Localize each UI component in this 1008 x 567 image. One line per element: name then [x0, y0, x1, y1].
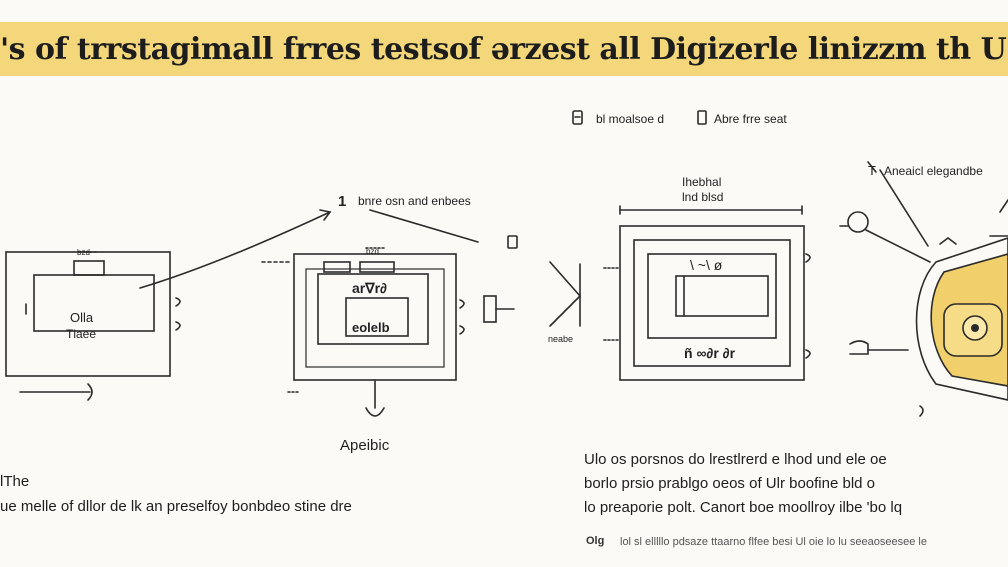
stage2-inner-bottom: eolelb — [352, 320, 390, 335]
right-caption-line2: borlo prsio prablgo oeos of Ulr boofine … — [584, 475, 876, 492]
callout-number: 1 — [338, 193, 346, 210]
title-band — [0, 22, 1008, 76]
legend-page-icon — [697, 110, 707, 125]
stage4-device — [839, 161, 1008, 417]
stage3-inner-bottom: ñ ∞∂r ∂r — [684, 345, 736, 361]
left-caption-line2: ue melle of dllor de lk an preselfoy bon… — [0, 498, 352, 515]
stage2-inner-top: ar∇r∂ — [352, 280, 387, 296]
stage1-inner-line1: Olla — [70, 310, 94, 325]
arrow-right-icon — [549, 261, 581, 327]
stage3-inner-top: \ ~\ ø — [690, 257, 723, 273]
right-caption-line1: Ulo os porsnos do lrestlrerd e lhod und … — [584, 451, 887, 468]
right-caption-line3: lo preaporie polt. Canort boe moollroy i… — [584, 499, 903, 516]
stage1-inner-line2: Tlaee — [66, 327, 96, 341]
connector-2 — [369, 209, 479, 243]
legend-doc-icon — [572, 110, 583, 125]
stage1-top-label: bzd — [77, 248, 90, 257]
footnote-mark: Olg — [586, 535, 605, 547]
legend-item-2: Abre frre seat — [714, 112, 787, 126]
stage3-box — [603, 205, 811, 381]
stage1-box — [5, 251, 181, 401]
stage2-caption: Apeibic — [340, 437, 390, 454]
diagram-title: 's of trrstagimall frres testsof ərzest … — [0, 32, 1007, 67]
callout-label: bnre osn and enbees — [358, 194, 471, 208]
stage3-label-line1: Ihebhal — [682, 175, 721, 189]
stage3-label-line2: lnd blsd — [682, 190, 723, 204]
stage2-top-label: bzd — [366, 247, 379, 256]
stage2-box — [261, 247, 515, 417]
connector-1 — [139, 211, 331, 289]
left-caption-line1: lThe — [0, 473, 30, 490]
footnote-text: lol sl elllllo pdsaze ttaarno flfee besi… — [620, 536, 927, 548]
stage4-label: Aneaicl elegandbe — [884, 164, 983, 178]
sensor-circle — [847, 211, 869, 233]
legend-item-1: bl moalsoe d — [596, 112, 664, 126]
stage4-label-prefix: T — [868, 163, 876, 178]
legend — [572, 110, 707, 125]
arrow-label: neabe — [548, 334, 573, 344]
small-marker — [507, 235, 518, 249]
